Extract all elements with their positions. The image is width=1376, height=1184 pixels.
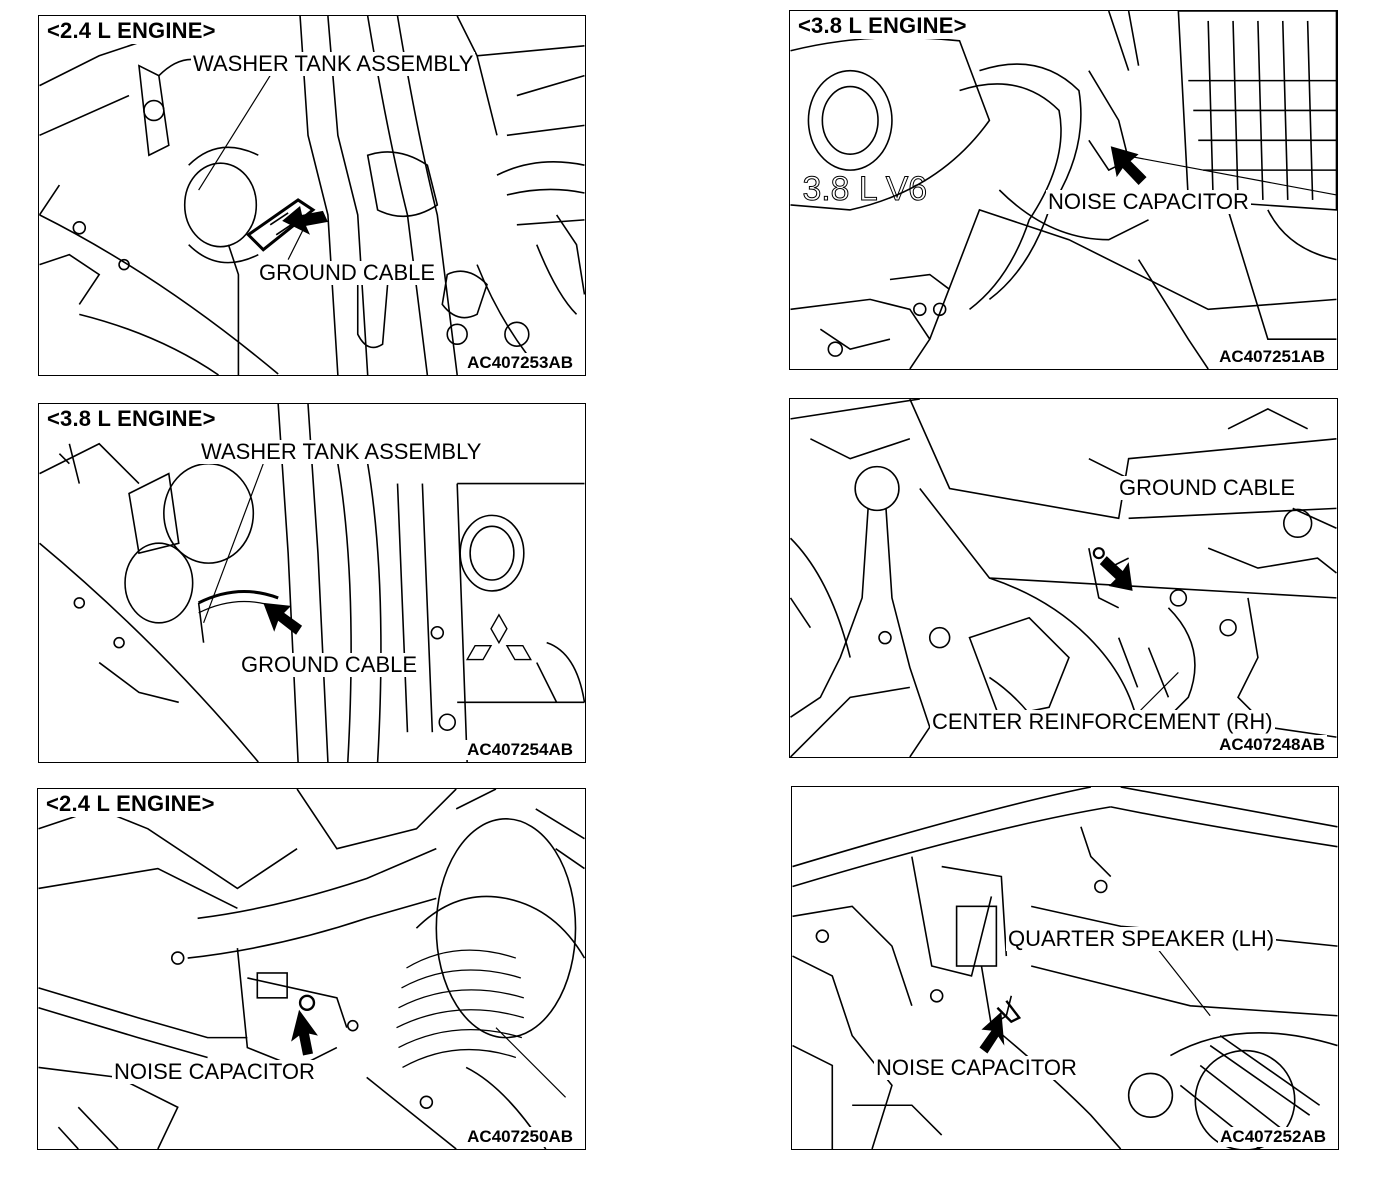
engine-type-label: <3.8 L ENGINE> bbox=[45, 406, 218, 432]
diagram-panel-5: <2.4 L ENGINE> NOISE CAPACITOR AC407250A… bbox=[37, 788, 586, 1150]
figure-code: AC407253AB bbox=[465, 353, 575, 373]
washer-tank-assembly-label: WASHER TANK ASSEMBLY bbox=[191, 51, 476, 76]
diagram-panel-4: GROUND CABLE CENTER REINFORCEMENT (RH) A… bbox=[789, 398, 1338, 758]
figure-code: AC407250AB bbox=[465, 1127, 575, 1147]
interior-illustration bbox=[790, 399, 1337, 757]
engine-bay-illustration bbox=[38, 789, 585, 1149]
figure-code: AC407254AB bbox=[465, 740, 575, 760]
engine-type-label: <2.4 L ENGINE> bbox=[45, 18, 218, 44]
washer-tank-assembly-label: WASHER TANK ASSEMBLY bbox=[199, 439, 484, 464]
engine-bay-illustration: 3.8 L V6 bbox=[790, 11, 1337, 369]
noise-capacitor-label: NOISE CAPACITOR bbox=[1046, 189, 1251, 214]
diagram-panel-1: <2.4 L ENGINE> WASHER TANK ASSEMBLY GROU… bbox=[38, 15, 586, 376]
figure-code: AC407252AB bbox=[1218, 1127, 1328, 1147]
ground-cable-label: GROUND CABLE bbox=[257, 260, 438, 285]
engine-bay-illustration bbox=[39, 16, 585, 375]
diagram-panel-3: <3.8 L ENGINE> WASHER TANK ASSEMBLY GROU… bbox=[38, 403, 586, 763]
center-reinforcement-label: CENTER REINFORCEMENT (RH) bbox=[930, 709, 1275, 734]
figure-code: AC407251AB bbox=[1217, 347, 1327, 367]
ground-cable-label: GROUND CABLE bbox=[239, 652, 420, 677]
engine-type-label: <2.4 L ENGINE> bbox=[44, 791, 217, 817]
diagram-panel-6: QUARTER SPEAKER (LH) NOISE CAPACITOR AC4… bbox=[791, 786, 1339, 1150]
engraved-cover-text: 3.8 L V6 bbox=[802, 170, 927, 208]
figure-code: AC407248AB bbox=[1217, 735, 1327, 755]
noise-capacitor-label: NOISE CAPACITOR bbox=[874, 1055, 1079, 1080]
ground-cable-label: GROUND CABLE bbox=[1117, 475, 1298, 500]
body-illustration bbox=[792, 787, 1338, 1149]
noise-capacitor-label: NOISE CAPACITOR bbox=[112, 1059, 317, 1084]
engine-type-label: <3.8 L ENGINE> bbox=[796, 13, 969, 39]
quarter-speaker-label: QUARTER SPEAKER (LH) bbox=[1006, 926, 1277, 951]
diagram-panel-2: 3.8 L V6 <3.8 L ENGINE> NOISE CAPACITOR … bbox=[789, 10, 1338, 370]
